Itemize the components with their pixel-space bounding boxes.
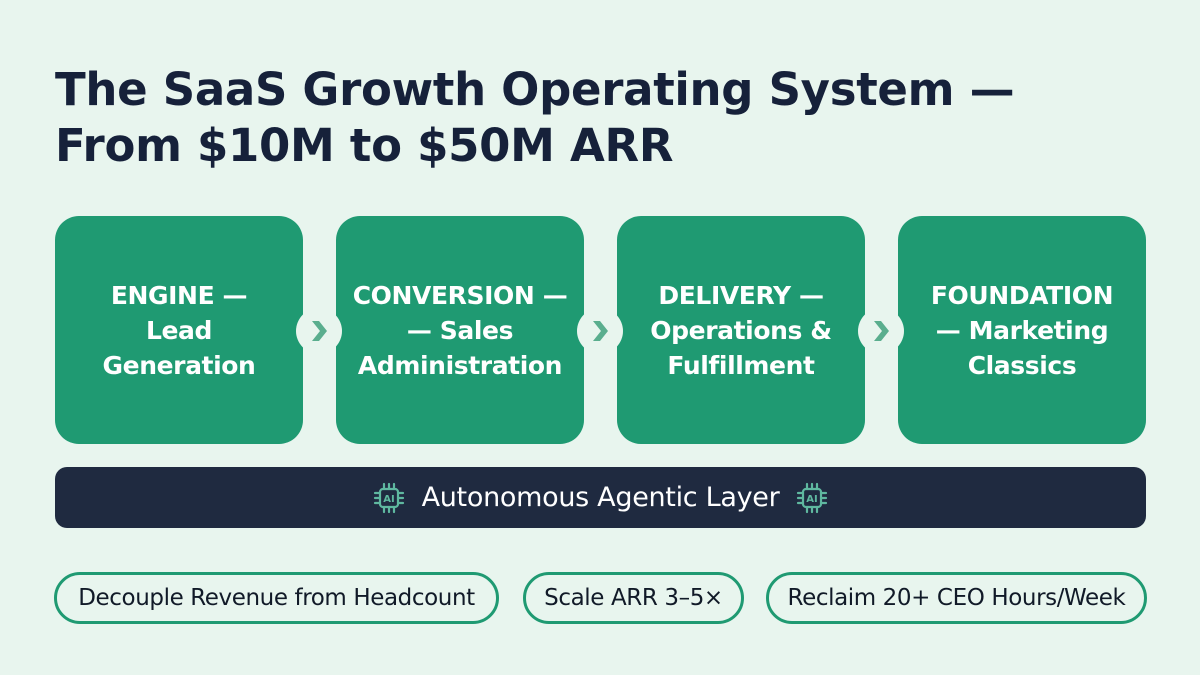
stage-card-foundation: FOUNDATION — Marketing Classics xyxy=(898,216,1146,444)
stage-label: FOUNDATION — Marketing Classics xyxy=(930,280,1114,380)
chevron-right-icon xyxy=(593,321,608,341)
stage-connector xyxy=(577,308,623,354)
stage-card-delivery: DELIVERY — Operations & Fulfillment xyxy=(617,216,865,444)
ai-chip-icon: AI xyxy=(797,482,828,513)
stage-connector xyxy=(858,308,904,354)
svg-text:AI: AI xyxy=(383,494,394,505)
agentic-layer-label: Autonomous Agentic Layer xyxy=(421,482,780,513)
stage-card-engine: ENGINE — Lead Generation xyxy=(55,216,303,444)
outcome-label: Reclaim 20+ CEO Hours/Week xyxy=(787,585,1126,611)
stage-label: ENGINE — Lead Generation xyxy=(102,280,256,380)
stage-label: CONVERSION — — Sales Administration xyxy=(352,280,568,380)
outcome-label: Decouple Revenue from Headcount xyxy=(78,585,475,611)
outcome-pill-reclaim-hours: Reclaim 20+ CEO Hours/Week xyxy=(766,572,1147,624)
ai-chip-icon: AI xyxy=(373,482,404,513)
svg-text:AI: AI xyxy=(807,494,818,505)
stage-card-conversion: CONVERSION — — Sales Administration xyxy=(336,216,584,444)
chevron-right-icon xyxy=(312,321,327,341)
stage-label: DELIVERY — Operations & Fulfillment xyxy=(650,280,832,380)
agentic-layer-bar: AI Autonomous Agentic Layer AI xyxy=(55,467,1146,528)
title-line-2: From $10M to $50M ARR xyxy=(55,119,674,172)
chevron-right-icon xyxy=(874,321,889,341)
outcome-pill-decouple-revenue: Decouple Revenue from Headcount xyxy=(54,572,499,624)
page-title: The SaaS Growth Operating System — From … xyxy=(55,62,1055,174)
outcome-pill-scale-arr: Scale ARR 3–5× xyxy=(523,572,744,624)
outcome-label: Scale ARR 3–5× xyxy=(544,585,723,611)
title-line-1: The SaaS Growth Operating System — xyxy=(55,63,1015,116)
stage-connector xyxy=(296,308,342,354)
